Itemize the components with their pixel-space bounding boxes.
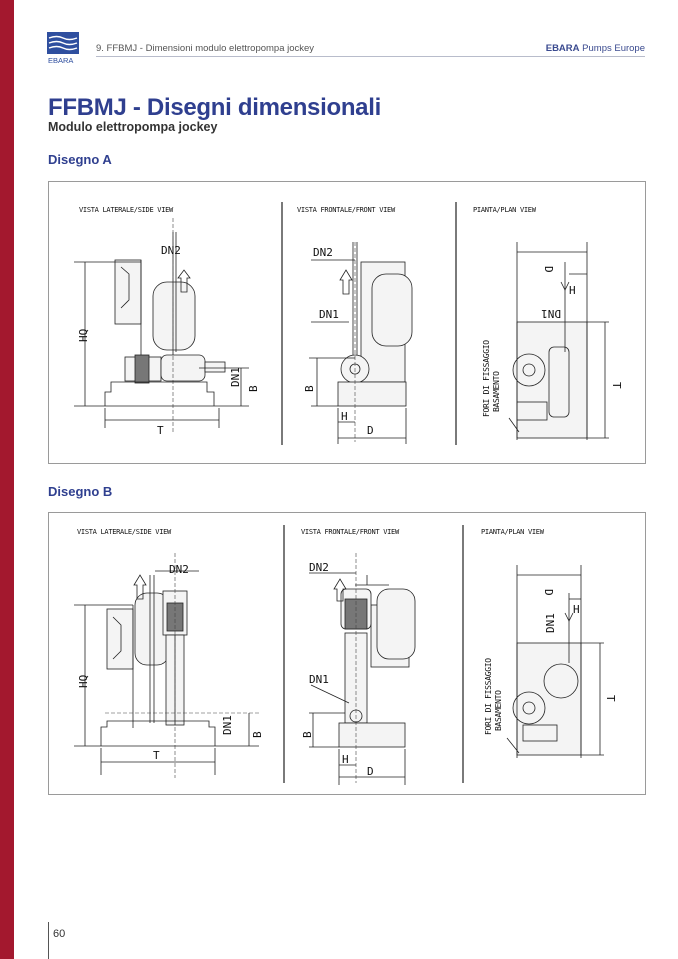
dim-h: H: [341, 410, 348, 423]
dim-d: D: [542, 266, 555, 273]
plan-view-drawing: [508, 242, 609, 440]
fixing-holes-label-1: FORI DI FISSAGGIO: [482, 340, 491, 417]
dim-dn2: DN2: [169, 563, 189, 576]
side-view-title: VISTA LATERALE/SIDE VIEW: [77, 528, 172, 536]
dim-d: D: [542, 589, 555, 596]
dim-h: H: [569, 284, 576, 297]
dim-dn2: DN2: [161, 244, 181, 257]
dim-dn1: DN1: [544, 613, 557, 633]
fixing-holes-label-1: FORI DI FISSAGGIO: [484, 658, 493, 735]
dim-dn2: DN2: [309, 561, 329, 574]
plan-view-drawing: [506, 565, 604, 758]
drawing-a-frame: VISTA LATERALE/SIDE VIEW VISTA FRONTALE/…: [48, 181, 646, 464]
dim-hq: HQ: [77, 329, 90, 342]
dim-d: D: [367, 424, 374, 437]
dim-h: H: [342, 753, 349, 766]
dim-b: B: [251, 731, 264, 738]
dim-t: T: [604, 695, 617, 702]
front-view-title: VISTA FRONTALE/FRONT VIEW: [297, 206, 396, 214]
dim-b: B: [303, 385, 316, 392]
plan-view-title: PIANTA/PLAN VIEW: [473, 206, 537, 214]
dim-dn1: DN1: [229, 367, 242, 387]
drawing-b: VISTA LATERALE/SIDE VIEW VISTA FRONTALE/…: [74, 525, 617, 785]
page-subtitle: Modulo elettropompa jockey: [48, 120, 218, 134]
dim-dn2: DN2: [313, 246, 333, 259]
fixing-holes-label-2: BASAMENTO: [494, 690, 503, 731]
ebara-logo: EBARA: [47, 32, 79, 64]
header-section-title: 9. FFBMJ - Dimensioni modulo elettropomp…: [96, 43, 315, 54]
dim-t: T: [610, 382, 623, 389]
left-accent-bar: [0, 0, 14, 959]
footer-divider: [48, 922, 49, 959]
dim-b: B: [301, 731, 314, 738]
section-heading-b: Disegno B: [48, 484, 113, 499]
drawing-a: VISTA LATERALE/SIDE VIEW VISTA FRONTALE/…: [74, 202, 623, 445]
svg-text:EBARA: EBARA: [48, 56, 73, 64]
dim-hq: HQ: [77, 675, 90, 688]
fixing-holes-label-2: BASAMENTO: [492, 371, 501, 412]
side-view-title: VISTA LATERALE/SIDE VIEW: [79, 206, 174, 214]
page-title: FFBMJ - Disegni dimensionali: [48, 94, 381, 121]
dim-b: B: [247, 385, 260, 392]
dim-dn1: DN1: [221, 715, 234, 735]
dim-t: T: [157, 424, 164, 437]
dim-t: T: [153, 749, 160, 762]
header-brand: EBARA Pumps Europe: [545, 43, 645, 54]
header-divider: [96, 56, 645, 57]
plan-view-title: PIANTA/PLAN VIEW: [481, 528, 545, 536]
section-heading-a: Disegno A: [48, 152, 112, 167]
dim-h: H: [573, 603, 580, 616]
dim-dn1: DN1: [541, 307, 561, 320]
page-number: 60: [53, 928, 66, 940]
dim-dn1: DN1: [319, 308, 339, 321]
dim-dn1: DN1: [309, 673, 329, 686]
front-view-title: VISTA FRONTALE/FRONT VIEW: [301, 528, 400, 536]
front-view-drawing: [309, 242, 413, 444]
side-view-drawing: [74, 553, 259, 778]
side-view-drawing: [74, 218, 249, 432]
dim-d: D: [367, 765, 374, 778]
front-view-drawing: [309, 553, 416, 785]
drawing-b-frame: VISTA LATERALE/SIDE VIEW VISTA FRONTALE/…: [48, 512, 646, 795]
